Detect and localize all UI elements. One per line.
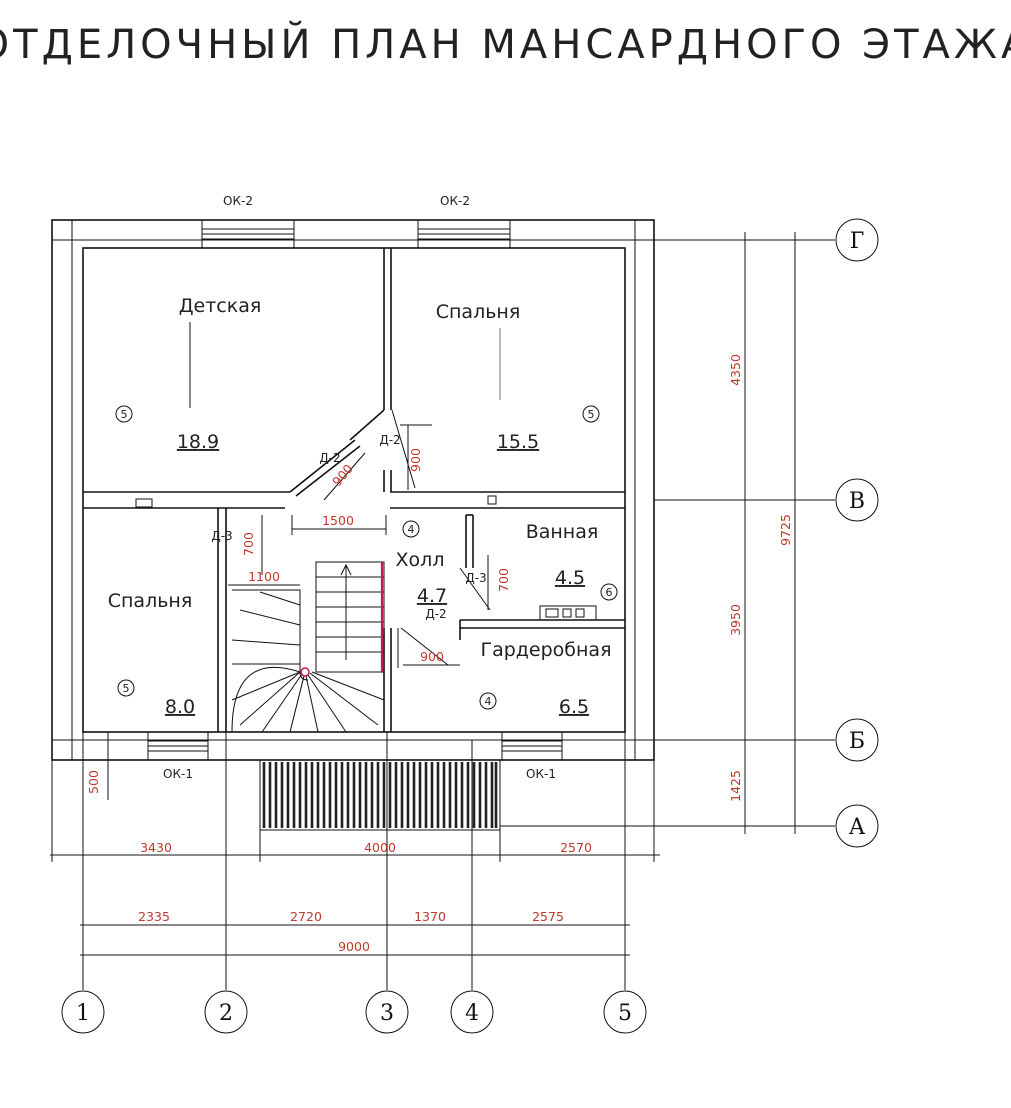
door-label-d2-right: Д-2	[379, 433, 400, 447]
svg-text:5: 5	[121, 408, 128, 421]
dim-500: 500	[86, 770, 101, 794]
dim-2720: 2720	[290, 909, 322, 924]
door-label-d3-right: Д-3	[465, 571, 486, 585]
room-name-holl: Холл	[396, 549, 445, 571]
axis-label-v: В	[849, 489, 865, 514]
door-label-d3-left: Д-3	[211, 529, 232, 543]
doors	[289, 409, 491, 666]
dim-900-left: 900	[329, 461, 356, 489]
room-name-spalnya-top: Спальня	[436, 301, 521, 323]
room-name-garderobnaya: Гардеробная	[480, 639, 611, 661]
door-label-d2-left: Д-2	[319, 451, 340, 465]
room-area-vannaya: 4.5	[555, 567, 585, 589]
interior-walls	[83, 248, 625, 732]
room-name-spalnya-bottom: Спальня	[108, 590, 193, 612]
window-label-ok2-right: ОК-2	[440, 194, 470, 208]
axis-label-g: Г	[850, 229, 865, 254]
svg-text:6: 6	[606, 586, 613, 599]
axis-bubbles-horizontal: Г В Б А	[835, 218, 879, 848]
window-label-ok1-right: ОК-1	[526, 767, 556, 781]
axis-label-4: 4	[465, 1001, 479, 1026]
svg-text:5: 5	[123, 682, 130, 695]
windows	[147, 219, 563, 761]
vent-left	[135, 498, 153, 508]
svg-text:5: 5	[588, 408, 595, 421]
axis-label-a: А	[849, 815, 866, 840]
room-name-detskaya: Детская	[179, 295, 262, 317]
dim-3950: 3950	[728, 604, 743, 636]
window-label-ok1-left: ОК-1	[163, 767, 193, 781]
room-area-garderobnaya: 6.5	[559, 696, 589, 718]
porch-steps	[259, 759, 501, 831]
dim-4000: 4000	[364, 840, 396, 855]
inner-dimension-lines	[107, 424, 489, 800]
dim-1100: 1100	[248, 569, 280, 584]
door-label-d2-hall: Д-2	[425, 607, 446, 621]
room-area-detskaya: 18.9	[177, 431, 219, 453]
dim-2335: 2335	[138, 909, 170, 924]
dim-1500: 1500	[322, 513, 354, 528]
dim-1425: 1425	[728, 770, 743, 802]
dim-700-left: 700	[241, 532, 256, 556]
axis-label-5: 5	[618, 1001, 632, 1026]
dim-2570: 2570	[560, 840, 592, 855]
window-label-ok2-left: ОК-2	[223, 194, 253, 208]
dim-900-hall: 900	[420, 649, 444, 664]
vent-right	[487, 495, 497, 505]
room-area-spalnya-bottom: 8.0	[165, 696, 195, 718]
bath-fixtures	[135, 495, 597, 621]
dim-3430: 3430	[140, 840, 172, 855]
drawing-title: ОТДЕЛОЧНЫЙ ПЛАН МАНСАРДНОГО ЭТАЖА	[0, 20, 1011, 68]
dim-900-right: 900	[408, 448, 423, 472]
outer-walls	[51, 219, 655, 761]
dim-9725: 9725	[778, 514, 793, 546]
dim-2575: 2575	[532, 909, 564, 924]
dim-9000: 9000	[338, 939, 370, 954]
axis-label-1: 1	[76, 1001, 90, 1026]
axis-bubbles-vertical: 1 2 3 4 5	[61, 990, 647, 1034]
room-name-vannaya: Ванная	[526, 521, 599, 543]
dim-1370: 1370	[414, 909, 446, 924]
svg-text:4: 4	[485, 695, 492, 708]
axis-label-2: 2	[219, 1001, 233, 1026]
axis-label-b: Б	[849, 729, 865, 754]
room-area-holl: 4.7	[417, 585, 447, 607]
dim-4350: 4350	[728, 354, 743, 386]
axis-label-3: 3	[380, 1001, 394, 1026]
bottom-dimension-lines	[50, 732, 660, 990]
finish-markers: 5 5 5 4 6 4	[115, 405, 618, 710]
staircase	[231, 561, 385, 733]
svg-text:4: 4	[408, 523, 415, 536]
room-area-spalnya-top: 15.5	[497, 431, 539, 453]
right-dimension-lines	[500, 232, 835, 834]
dim-700-right: 700	[496, 568, 511, 592]
